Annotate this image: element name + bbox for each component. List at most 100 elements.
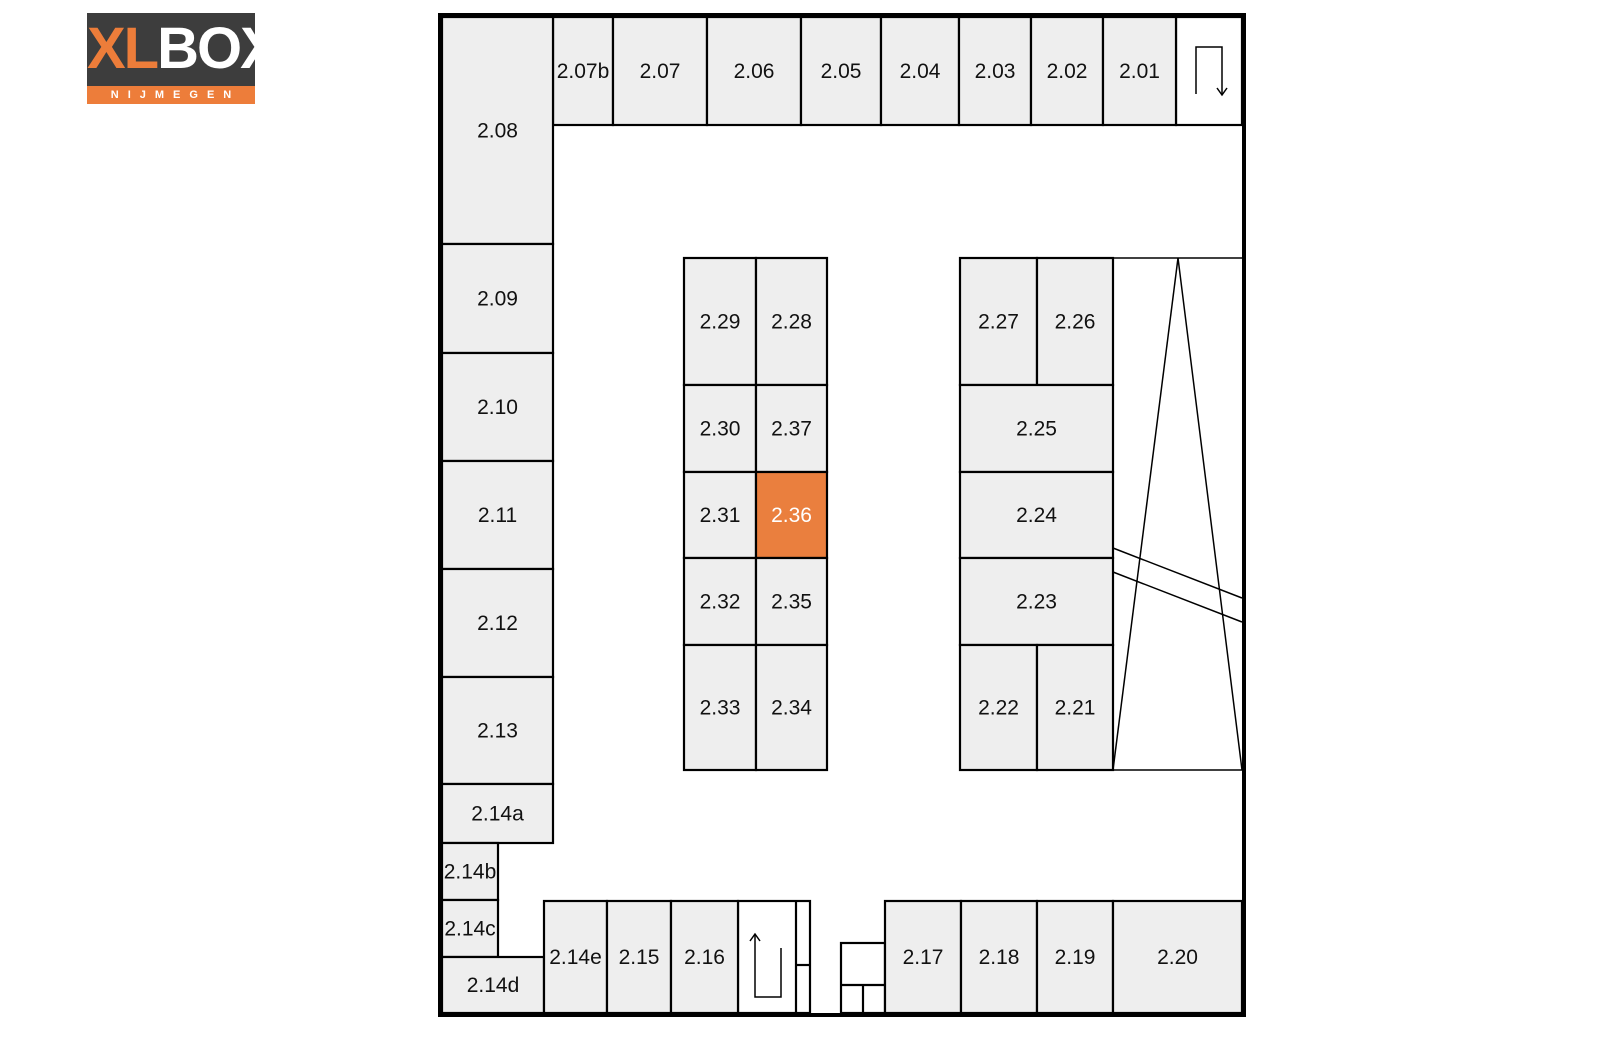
unit-2-07b[interactable]: 2.07b <box>551 15 615 127</box>
unit-label: 2.11 <box>478 504 517 527</box>
unit-2-31[interactable]: 2.31 <box>682 470 758 560</box>
unit-label: 2.17 <box>903 946 944 969</box>
unit-box <box>551 15 615 127</box>
unit-2-02[interactable]: 2.02 <box>1029 15 1105 127</box>
unit-label: 2.14e <box>549 946 602 969</box>
unit-2-23[interactable]: 2.23 <box>958 556 1115 647</box>
unit-label: 2.18 <box>979 946 1020 969</box>
unit-label: 2.14d <box>467 974 520 997</box>
unit-2-14d[interactable]: 2.14d <box>440 955 546 1015</box>
unit-2-15[interactable]: 2.15 <box>605 899 673 1015</box>
unit-box <box>682 470 758 560</box>
unit-label: 2.25 <box>1016 418 1057 441</box>
unit-2-22[interactable]: 2.22 <box>958 643 1039 772</box>
unit-label: 2.14b <box>444 861 497 884</box>
stairs-up-icon <box>736 899 812 1015</box>
unit-2-37[interactable]: 2.37 <box>754 383 829 474</box>
unit-box <box>440 841 500 902</box>
unit-box <box>1101 15 1178 127</box>
unit-label: 2.13 <box>477 720 518 743</box>
unit-2-19[interactable]: 2.19 <box>1035 899 1115 1015</box>
unit-label: 2.07b <box>557 60 610 83</box>
unit-label: 2.33 <box>700 697 741 720</box>
unit-box <box>682 643 758 772</box>
unit-box <box>542 899 609 1015</box>
unit-label: 2.07 <box>640 60 681 83</box>
unit-box <box>754 383 829 474</box>
unit-box <box>754 643 829 772</box>
unit-box <box>1111 899 1244 1015</box>
unit-label: 2.08 <box>477 120 518 143</box>
logo-wordmark-main: BOX <box>157 16 279 81</box>
unit-2-34[interactable]: 2.34 <box>754 643 829 772</box>
unit-2-24[interactable]: 2.24 <box>958 470 1115 560</box>
unit-2-10[interactable]: 2.10 <box>440 351 555 463</box>
unit-label: 2.20 <box>1157 946 1198 969</box>
xlbox-logo: XLBOX NIJMEGEN <box>87 13 279 104</box>
unit-label: 2.21 <box>1055 697 1096 720</box>
atrium-void <box>1112 257 1243 771</box>
unit-2-20[interactable]: 2.20 <box>1111 899 1244 1015</box>
unit-box <box>440 459 555 571</box>
unit-2-04[interactable]: 2.04 <box>879 15 961 127</box>
unit-2-32[interactable]: 2.32 <box>682 556 758 647</box>
unit-2-12[interactable]: 2.12 <box>440 567 555 679</box>
unit-label: 2.04 <box>900 60 941 83</box>
unit-box <box>879 15 961 127</box>
unit-2-14a[interactable]: 2.14a <box>440 782 555 845</box>
unit-label: 2.31 <box>700 504 741 527</box>
unit-2-09[interactable]: 2.09 <box>440 242 555 355</box>
unit-2-25[interactable]: 2.25 <box>958 383 1115 474</box>
unit-box <box>440 242 555 355</box>
unit-box <box>682 256 758 387</box>
unit-box <box>669 899 740 1015</box>
stairs-down-icon <box>1174 15 1244 127</box>
unit-2-03[interactable]: 2.03 <box>957 15 1033 127</box>
unit-2-30[interactable]: 2.30 <box>682 383 758 474</box>
service-shaft <box>839 941 887 1015</box>
unit-label: 2.14c <box>444 918 495 941</box>
unit-label: 2.37 <box>771 418 812 441</box>
unit-label: 2.26 <box>1055 311 1096 334</box>
unit-2-14e[interactable]: 2.14e <box>542 899 609 1015</box>
unit-2-14c[interactable]: 2.14c <box>440 898 500 959</box>
unit-2-28[interactable]: 2.28 <box>754 256 829 387</box>
unit-box <box>754 470 829 560</box>
unit-2-06[interactable]: 2.06 <box>705 15 803 127</box>
unit-2-36[interactable]: 2.36 <box>754 470 829 560</box>
unit-2-26[interactable]: 2.26 <box>1035 256 1115 387</box>
unit-box <box>440 782 555 845</box>
unit-2-35[interactable]: 2.35 <box>754 556 829 647</box>
unit-label: 2.32 <box>700 591 741 614</box>
unit-box <box>1035 643 1115 772</box>
unit-2-05[interactable]: 2.05 <box>799 15 883 127</box>
unit-2-14b[interactable]: 2.14b <box>440 841 500 902</box>
unit-label: 2.24 <box>1016 504 1057 527</box>
unit-2-18[interactable]: 2.18 <box>959 899 1039 1015</box>
unit-2-27[interactable]: 2.27 <box>958 256 1039 387</box>
unit-2-17[interactable]: 2.17 <box>883 899 963 1015</box>
unit-2-13[interactable]: 2.13 <box>440 675 555 786</box>
unit-2-08[interactable]: 2.08 <box>440 15 555 246</box>
unit-2-29[interactable]: 2.29 <box>682 256 758 387</box>
unit-box <box>957 15 1033 127</box>
unit-label: 2.19 <box>1055 946 1096 969</box>
unit-box <box>958 383 1115 474</box>
unit-label: 2.28 <box>771 311 812 334</box>
unit-2-01[interactable]: 2.01 <box>1101 15 1178 127</box>
unit-box <box>1029 15 1105 127</box>
building-outline <box>438 13 1246 1017</box>
unit-2-21[interactable]: 2.21 <box>1035 643 1115 772</box>
unit-label: 2.15 <box>619 946 660 969</box>
unit-label: 2.03 <box>975 60 1016 83</box>
unit-label: 2.02 <box>1047 60 1088 83</box>
unit-2-11[interactable]: 2.11 <box>440 459 555 571</box>
unit-2-16[interactable]: 2.16 <box>669 899 740 1015</box>
unit-box <box>883 899 963 1015</box>
unit-box <box>440 15 555 246</box>
unit-box <box>440 955 546 1015</box>
unit-2-33[interactable]: 2.33 <box>682 643 758 772</box>
unit-2-07[interactable]: 2.07 <box>611 15 709 127</box>
unit-box <box>754 556 829 647</box>
